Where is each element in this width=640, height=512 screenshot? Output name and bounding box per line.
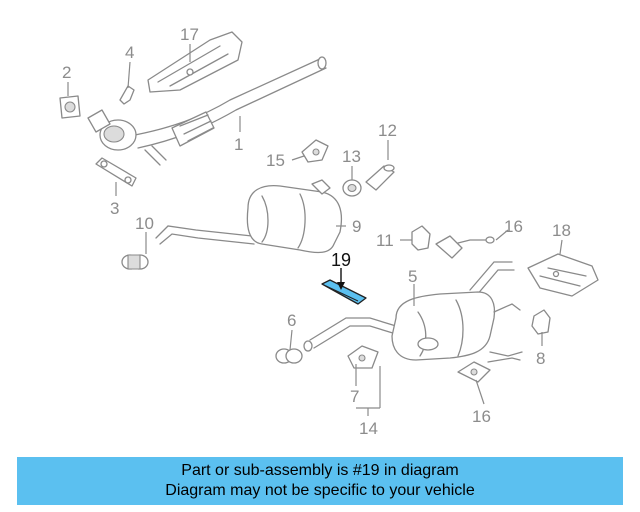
callout-17: 17 [180, 25, 199, 44]
callout-2: 2 [62, 63, 71, 82]
part-19-highlighted [321, 268, 367, 305]
info-caption-banner: Part or sub-assembly is #19 in diagram D… [17, 457, 623, 505]
part-10-hanger [121, 254, 149, 270]
callout-15: 15 [266, 151, 285, 170]
part-9-center-muffler [155, 179, 343, 254]
caption-line-1: Part or sub-assembly is #19 in diagram [181, 462, 459, 479]
callout-10: 10 [135, 214, 154, 233]
callout-16-upper: 16 [504, 217, 523, 236]
leader-lines [67, 44, 563, 416]
callout-14: 14 [359, 419, 378, 438]
part-13-clamp [342, 179, 362, 197]
callout-19: 19 [331, 250, 351, 270]
callout-1: 1 [234, 135, 243, 154]
part-1-front-pipe [87, 56, 327, 166]
callout-13: 13 [342, 147, 361, 166]
callout-8: 8 [536, 349, 545, 368]
part-12-tip [365, 164, 395, 191]
part-15-hanger [301, 139, 329, 163]
part-19-shape [321, 279, 367, 305]
caption-line-2: Diagram may not be specific to your vehi… [165, 482, 475, 499]
part-16-bracket-lower [457, 357, 521, 383]
part-8-mount [531, 309, 551, 335]
part-6-hanger [275, 348, 303, 364]
callout-16-lower: 16 [472, 407, 491, 426]
callout-18: 18 [552, 221, 571, 240]
callout-7: 7 [350, 387, 359, 406]
part-7-bracket [347, 345, 379, 369]
part-11-mount [411, 225, 431, 251]
callout-labels: 17 2 4 1 3 15 13 12 9 10 11 16 18 19 5 6… [62, 25, 571, 438]
callout-11: 11 [376, 231, 394, 250]
callout-5: 5 [408, 267, 417, 286]
part-3-flange [95, 157, 137, 187]
part-2-gasket [59, 95, 81, 119]
callout-4: 4 [125, 43, 134, 62]
callout-3: 3 [110, 199, 119, 218]
part-4-bracket [119, 85, 135, 105]
part-5-rear-muffler [303, 261, 523, 361]
callout-12: 12 [378, 121, 397, 140]
part-17-heat-shield [147, 31, 243, 93]
callout-6: 6 [287, 311, 296, 330]
part-18-heat-shield [527, 253, 599, 297]
callout-9: 9 [352, 217, 361, 236]
part-16-bracket-upper [435, 235, 495, 259]
exhaust-parts-diagram: 17 2 4 1 3 15 13 12 9 10 11 16 18 19 5 6… [59, 25, 599, 438]
